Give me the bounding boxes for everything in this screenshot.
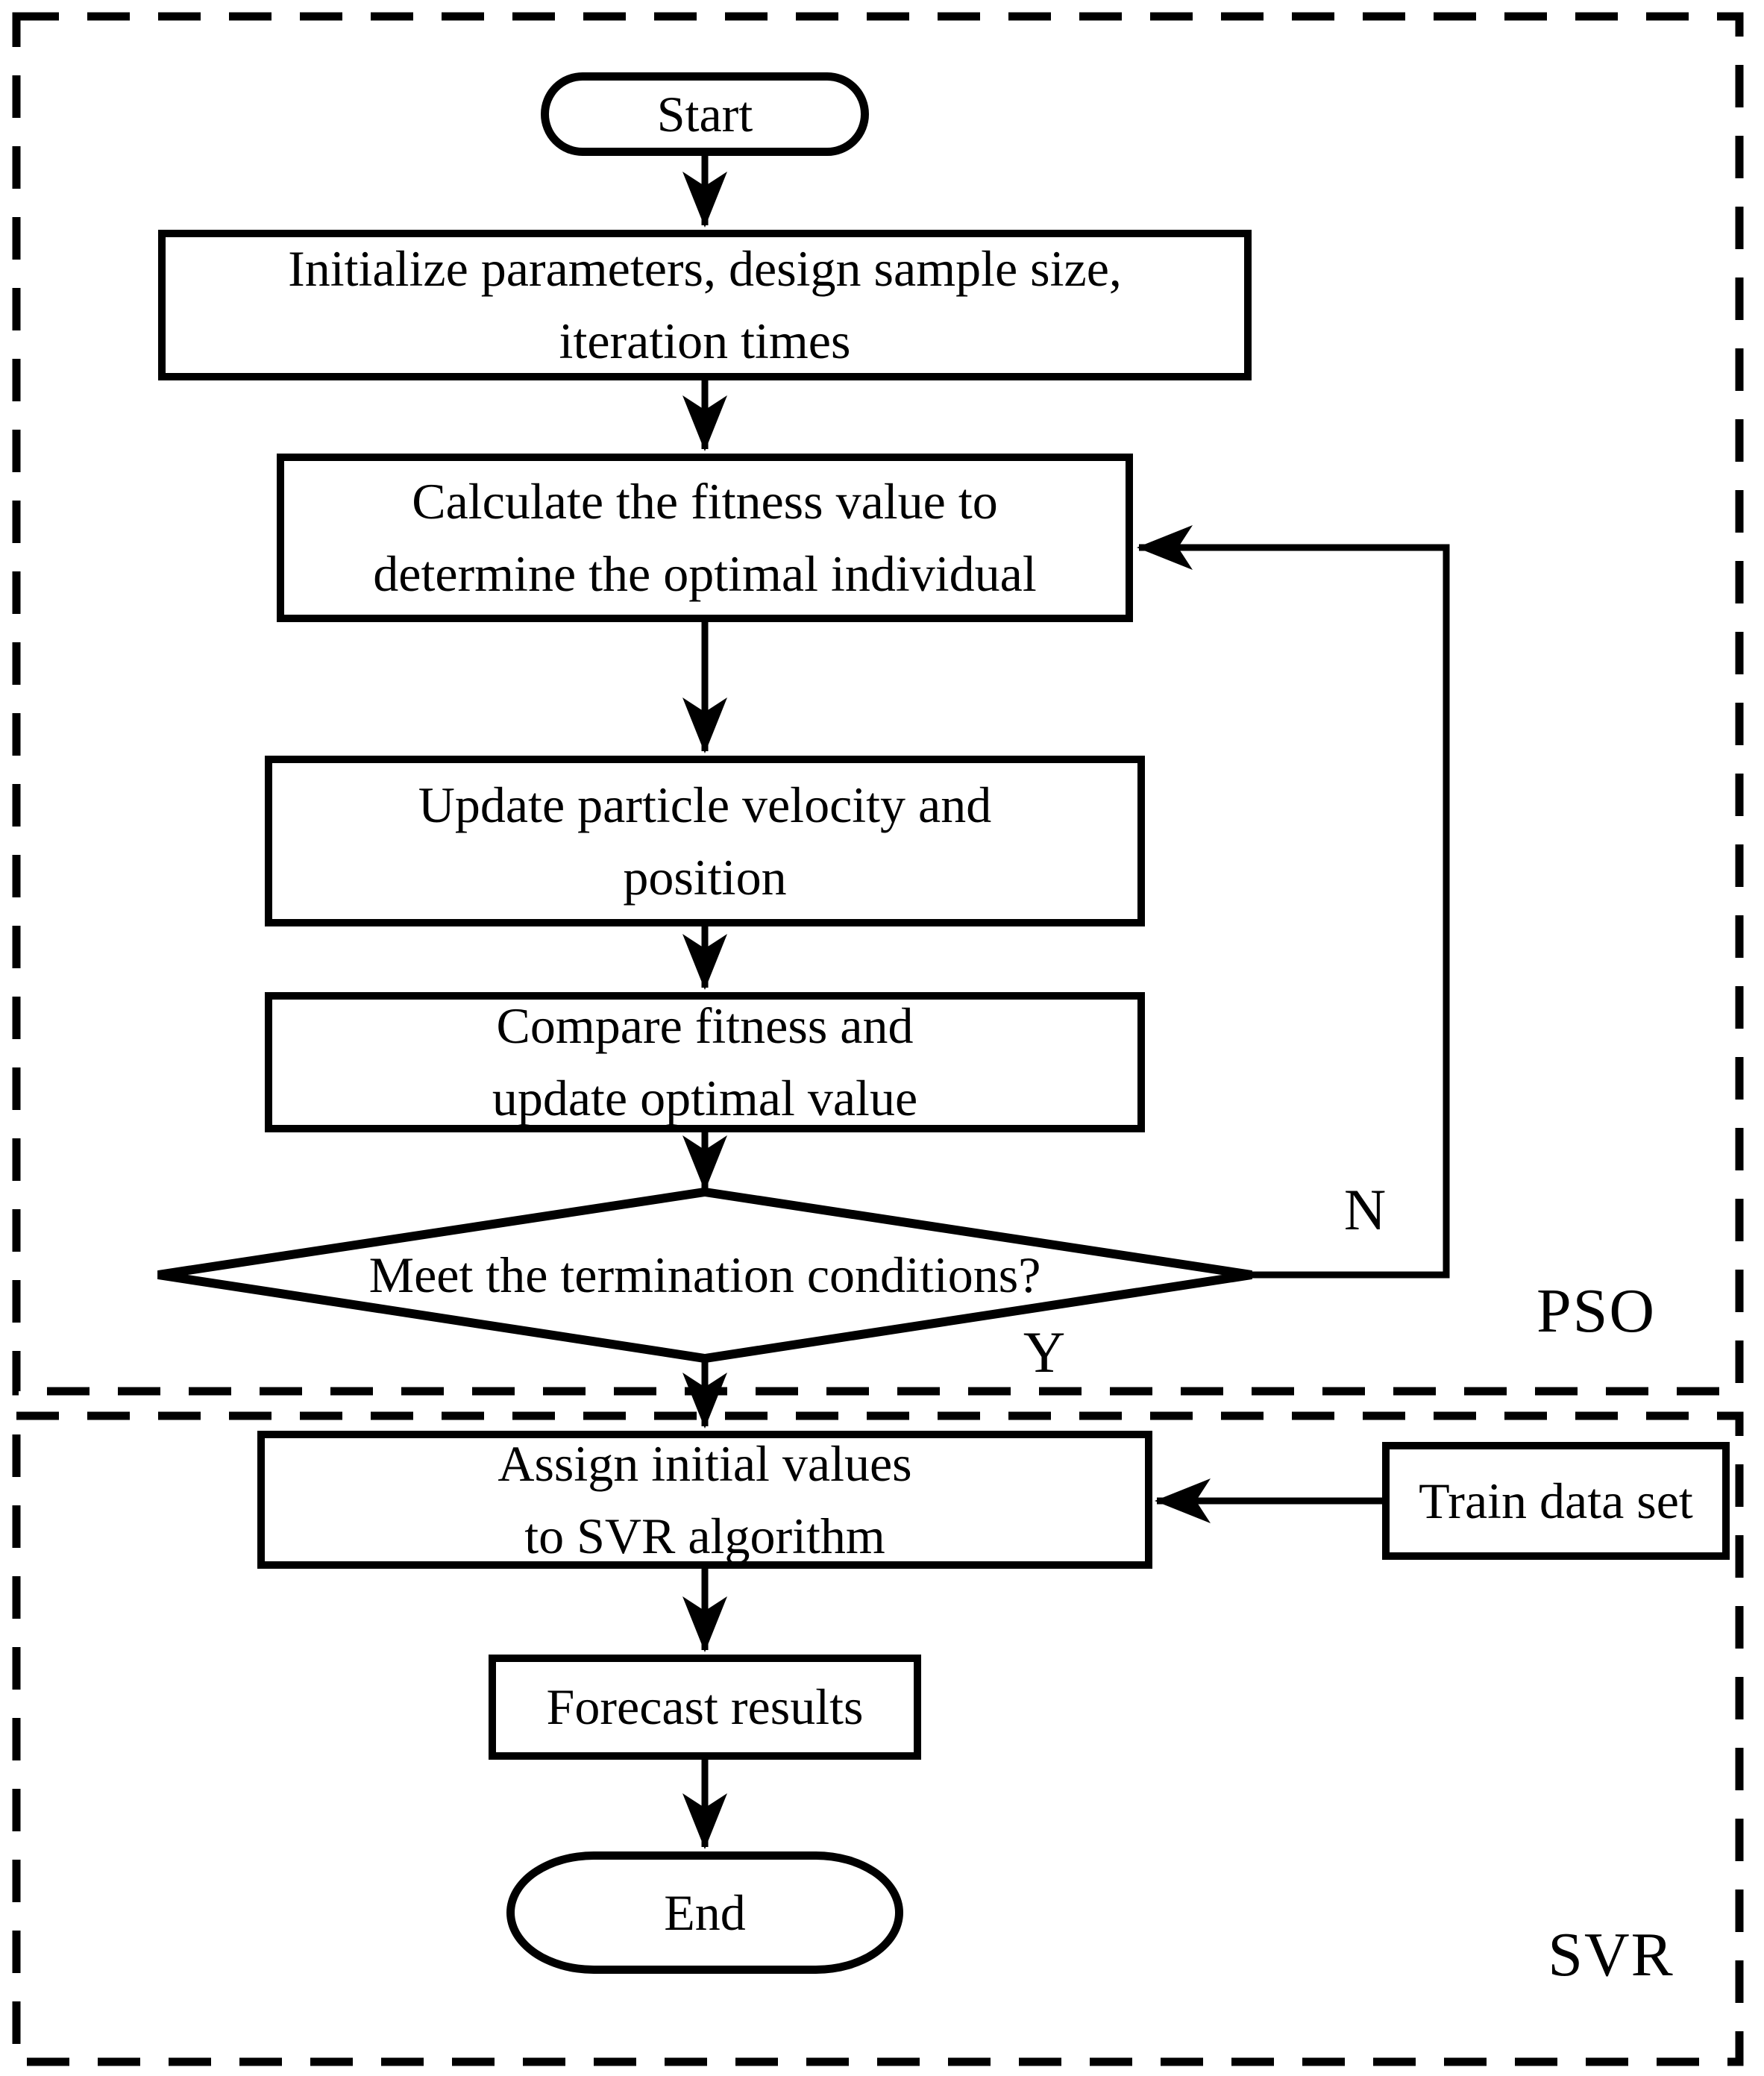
assign-values-box: Assign initial values to SVR algorithm bbox=[257, 1431, 1152, 1569]
calculate-fitness-box: Calculate the fitness value to determine… bbox=[277, 454, 1133, 622]
edge-label-text: Y bbox=[1023, 1319, 1066, 1384]
node-label-line: position bbox=[623, 848, 787, 906]
compare-fitness-box: Compare fitness and update optimal value bbox=[265, 992, 1145, 1132]
node-label-line: update optimal value bbox=[492, 1070, 918, 1126]
node-label-line: determine the optimal individual bbox=[373, 545, 1037, 602]
end-node: End bbox=[506, 1851, 903, 1974]
pso-section-label: PSO bbox=[1510, 1270, 1682, 1352]
update-particle-box: Update particle velocity and position bbox=[265, 756, 1145, 926]
decision-diamond-shape bbox=[157, 1187, 1252, 1364]
node-label-line: Update particle velocity and bbox=[418, 776, 992, 833]
edge-label-text: N bbox=[1343, 1177, 1387, 1242]
section-label-text: SVR bbox=[1548, 1919, 1674, 1989]
node-label: Forecast results bbox=[546, 1678, 864, 1736]
edge-label-no: N bbox=[1324, 1173, 1406, 1247]
node-label: Train data set bbox=[1419, 1472, 1693, 1529]
node-label-line: Assign initial values bbox=[498, 1434, 912, 1492]
decision-diamond-label: Meet the termination conditions? bbox=[257, 1234, 1152, 1316]
start-node: Start bbox=[541, 72, 869, 156]
initialize-parameters-box: Initialize parameters, design sample siz… bbox=[158, 230, 1252, 380]
node-label: End bbox=[664, 1884, 746, 1941]
pso-section-border bbox=[12, 12, 1744, 1396]
edge-label-yes: Y bbox=[1003, 1317, 1085, 1387]
node-label-line: Calculate the fitness value to bbox=[412, 473, 998, 530]
node-label-line: to SVR algorithm bbox=[524, 1507, 885, 1564]
svr-section-label: SVR bbox=[1525, 1913, 1697, 1995]
forecast-results-box: Forecast results bbox=[489, 1655, 921, 1760]
node-label: Start bbox=[656, 85, 753, 142]
node-label-line: iteration times bbox=[559, 313, 851, 369]
section-label-text: PSO bbox=[1536, 1276, 1657, 1346]
svr-section-border bbox=[12, 1411, 1744, 2066]
train-data-set-box: Train data set bbox=[1382, 1442, 1730, 1560]
node-label: Meet the termination conditions? bbox=[368, 1246, 1041, 1303]
edge-decision-no-feedback-loop bbox=[1137, 525, 1450, 1279]
node-label-line: Compare fitness and bbox=[496, 997, 914, 1055]
node-label-line: Initialize parameters, design sample siz… bbox=[288, 240, 1122, 298]
